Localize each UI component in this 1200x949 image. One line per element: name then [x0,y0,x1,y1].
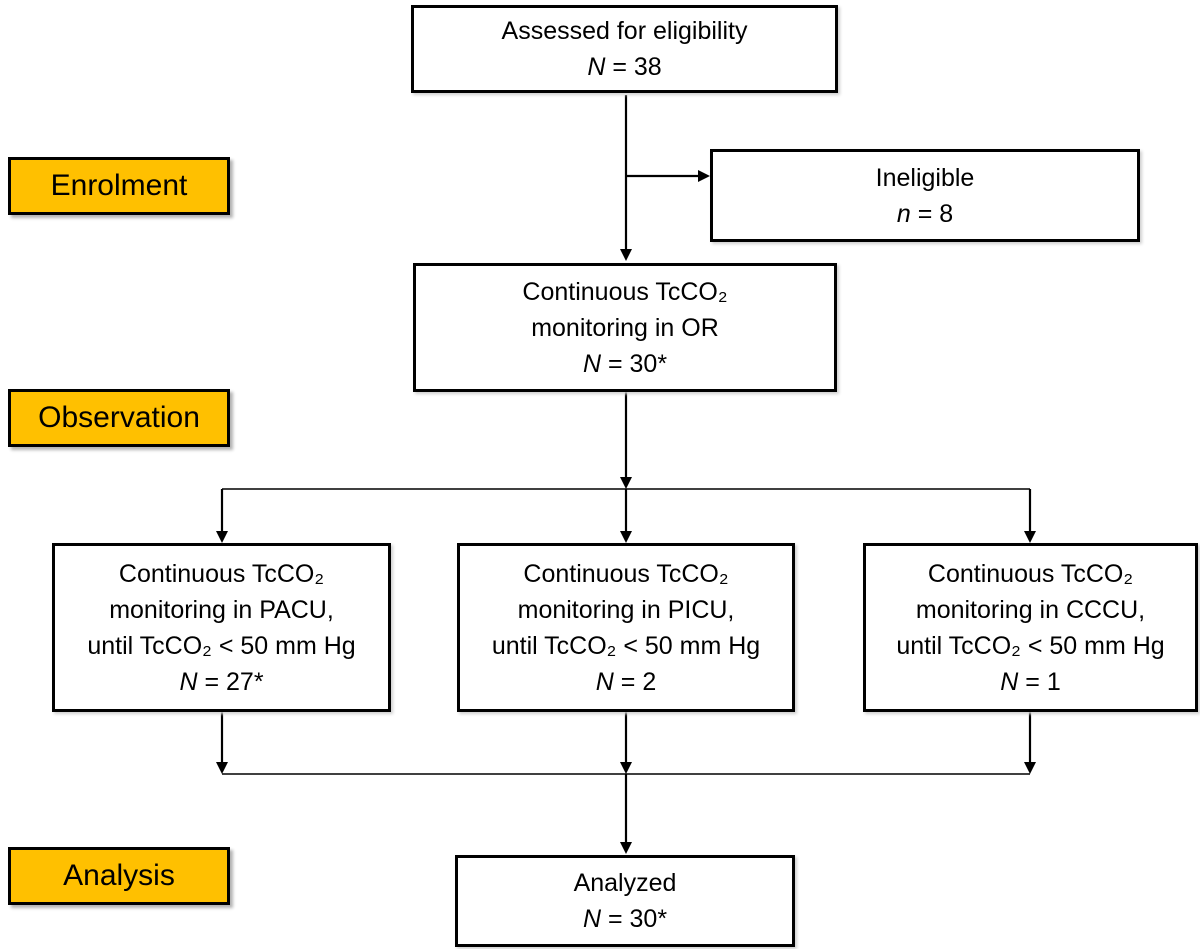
box-monitoring-or: Continuous TcCO₂ monitoring in OR N = 30… [413,263,837,392]
box-monitoring-cccu: Continuous TcCO₂ monitoring in CCCU, unt… [863,543,1198,712]
box-n-line: n = 8 [897,196,953,232]
box-analyzed: Analyzed N = 30* [455,855,795,947]
n-value: = 30* [601,349,668,378]
box-text-line: monitoring in OR [531,313,719,342]
n-value: = 27* [197,667,264,696]
n-label: N [587,53,606,81]
n-value: = 2 [613,667,657,696]
box-n-line: N = 38 [587,49,661,85]
n-value: = 38 [605,53,662,81]
box-text-line: Assessed for eligibility [501,17,748,45]
stage-label-enrolment: Enrolment [8,157,230,215]
box-text-line: monitoring in CCCU, [915,595,1146,624]
edge-merge-to-analyzed [620,774,632,854]
box-text-line: monitoring in PICU, [517,595,735,624]
box-text-line: monitoring in PACU, [109,595,334,624]
box-text-line: Continuous TcCO₂ [118,559,325,588]
box-assessed-for-eligibility: Assessed for eligibility N = 38 [411,5,838,93]
box-n-line: N = 1 [1000,664,1060,700]
edge-assessed-to-ineligible [626,170,710,182]
stage-label-observation: Observation [8,389,230,447]
box-text-line: until TcCO₂ < 50 mm Hg [896,631,1165,660]
box-n-line: N = 2 [596,664,656,700]
n-value: = 30* [601,905,668,933]
edge-pacu-to-merge [216,712,228,774]
n-label: N [179,667,198,696]
edge-cccu-to-merge [1024,712,1036,774]
n-label: n [896,199,911,228]
n-value: = 8 [910,199,954,228]
n-label: N [595,667,614,696]
n-label: N [1000,667,1019,696]
edge-or-to-split [620,392,632,489]
box-text-line: Continuous TcCO₂ [927,559,1134,588]
box-ineligible: Ineligible n = 8 [710,149,1140,242]
box-n-line: N = 27* [179,664,263,700]
box-text-line: Analyzed [573,869,677,897]
edge-split-to-cccu [1024,489,1036,543]
box-text-line: until TcCO₂ < 50 mm Hg [87,631,356,660]
n-value: = 1 [1018,667,1061,696]
box-n-line: N = 30* [583,901,667,937]
box-monitoring-pacu: Continuous TcCO₂ monitoring in PACU, unt… [52,543,391,712]
box-monitoring-picu: Continuous TcCO₂ monitoring in PICU, unt… [457,543,795,712]
stage-label-analysis: Analysis [8,847,230,905]
edge-split-to-pacu [216,489,228,543]
box-text-line: Continuous TcCO₂ [523,559,729,588]
box-n-line: N = 30* [583,346,667,382]
n-label: N [582,905,602,933]
edge-picu-to-merge [620,712,632,774]
box-text-line: Continuous TcCO₂ [522,277,728,306]
box-text-line: Ineligible [875,163,975,192]
edge-assessed-to-or [620,95,632,261]
box-text-line: until TcCO₂ < 50 mm Hg [491,631,761,660]
edge-split-to-picu [620,489,632,543]
n-label: N [582,349,602,378]
